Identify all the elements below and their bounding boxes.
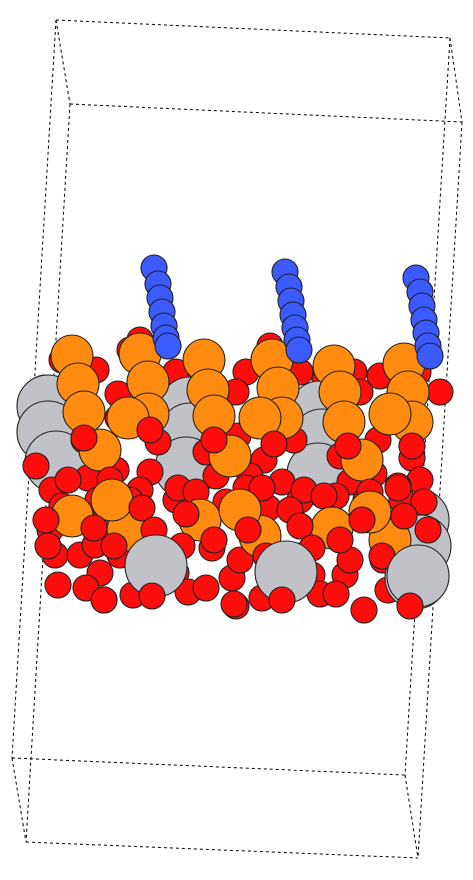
cell-edge: [55, 19, 451, 39]
red-atom: [348, 506, 376, 534]
red-atom: [172, 500, 200, 528]
red-atom: [34, 532, 62, 560]
red-atom: [334, 432, 362, 460]
red-atom: [44, 571, 72, 599]
red-atom: [260, 430, 288, 458]
red-atom: [248, 474, 276, 502]
red-atom: [200, 526, 228, 554]
red-atom: [80, 514, 108, 542]
red-atom: [286, 512, 314, 540]
red-atom: [128, 494, 156, 522]
red-atom: [54, 466, 82, 494]
cell-edge: [69, 103, 463, 123]
atom-layer: [16, 254, 454, 624]
red-atom: [220, 590, 248, 618]
red-atom: [234, 516, 262, 544]
red-atom: [70, 424, 98, 452]
cell-edge: [11, 757, 406, 776]
red-atom: [322, 580, 350, 608]
red-atom: [414, 516, 442, 544]
red-atom: [384, 474, 412, 502]
red-atom: [138, 582, 166, 610]
simulation-cell: [11, 19, 463, 859]
red-atom: [90, 586, 118, 614]
red-atom: [396, 592, 424, 620]
blue-atom: [154, 332, 182, 360]
orange-atom: [368, 392, 412, 436]
cell-edge: [417, 121, 463, 859]
red-atom: [310, 482, 338, 510]
orange-atom: [90, 478, 134, 522]
orange-atom: [238, 396, 282, 440]
red-atom: [268, 586, 296, 614]
cell-edge: [449, 37, 463, 123]
red-atom: [192, 574, 220, 602]
red-atom: [226, 546, 254, 574]
red-atom: [326, 526, 354, 554]
red-atom: [100, 532, 128, 560]
red-atom: [350, 596, 378, 624]
cell-edge: [11, 757, 27, 843]
blue-atom: [416, 342, 444, 370]
red-atom: [398, 432, 426, 460]
cell-edge: [25, 841, 419, 859]
cell-edge: [55, 19, 71, 105]
red-atom: [22, 452, 50, 480]
blue-atom: [285, 336, 313, 364]
red-atom: [426, 378, 454, 406]
red-atom: [390, 502, 418, 530]
cell-edge: [404, 774, 419, 859]
red-atom: [136, 416, 164, 444]
red-atom: [410, 488, 438, 516]
red-atom: [32, 506, 60, 534]
red-atom: [200, 426, 228, 454]
